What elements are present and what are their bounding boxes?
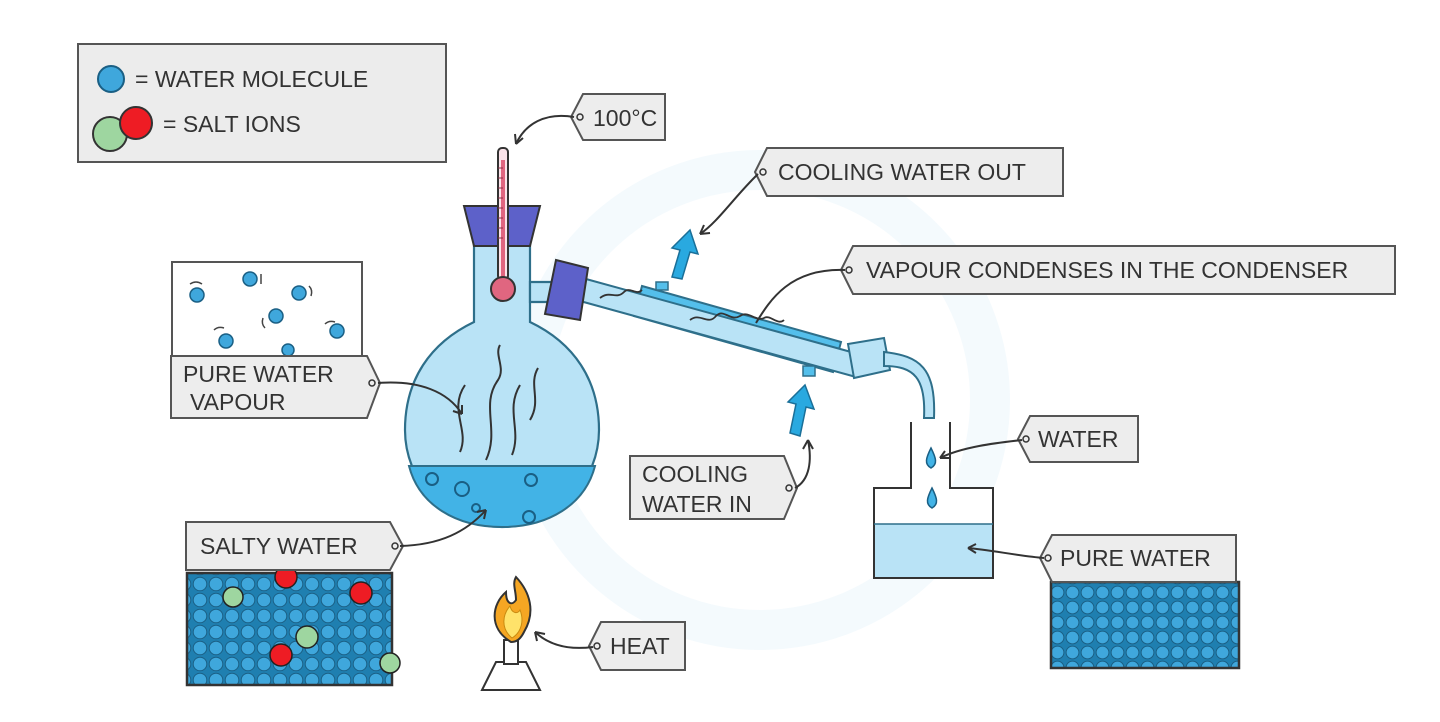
condenser-stopper (543, 258, 590, 322)
pure-water-label: PURE WATER (967, 534, 1237, 583)
cooling-water-out-arrow-icon (670, 228, 700, 280)
cooling-water-in-text-line2: WATER IN (642, 491, 752, 517)
water-label: WATER (939, 415, 1139, 463)
salt-ion-green (222, 586, 244, 608)
vapour-molecule (329, 323, 345, 339)
temperature-label: 100°C (514, 93, 666, 145)
vapour-condenses-text: VAPOUR CONDENSES IN THE CONDENSER (866, 257, 1348, 283)
burner-base (480, 661, 542, 691)
salt-ion-green (379, 652, 401, 674)
thermometer (490, 147, 516, 302)
pure-water-liquid (875, 524, 992, 577)
cooling-water-in-arrow-icon (786, 383, 816, 437)
vapour-inset (171, 261, 363, 359)
water-molecule-legend-icon (97, 65, 125, 93)
cooling-water-out-label: COOLING WATER OUT (699, 147, 1064, 235)
vapour-molecule (218, 333, 234, 349)
vapour-condenses-label: VAPOUR CONDENSES IN THE CONDENSER (755, 245, 1396, 324)
legend-box: = WATER MOLECULE = SALT IONS (77, 43, 447, 163)
pure-water-vapour-label: PURE WATER VAPOUR (170, 355, 463, 419)
water-text: WATER (1038, 426, 1119, 452)
pure-water-vapour-text-line1: PURE WATER (183, 361, 334, 387)
temperature-text: 100°C (593, 105, 657, 131)
salty-water-inset (185, 565, 401, 687)
condenser (543, 258, 936, 419)
water-droplet-icon (925, 446, 937, 469)
pure-water-inset (1049, 580, 1241, 670)
vapour-molecule (291, 285, 307, 301)
bubble (454, 481, 470, 497)
bubble (425, 472, 439, 486)
pure-water-text: PURE WATER (1060, 545, 1211, 571)
cooling-water-in-text-line1: COOLING (642, 461, 748, 487)
water-droplet-icon (926, 486, 938, 509)
heat-text: HEAT (610, 633, 670, 659)
pure-water-vapour-text-line2: VAPOUR (190, 389, 285, 415)
vapour-wisps (457, 344, 539, 461)
cooling-water-out-text: COOLING WATER OUT (778, 159, 1026, 185)
salty-water-label: SALTY WATER (185, 509, 487, 571)
salty-water-text: SALTY WATER (200, 533, 358, 559)
bubble (471, 503, 481, 513)
heat-label: HEAT (534, 621, 686, 671)
salt-ion-red (349, 581, 373, 605)
salt-ion-green (295, 625, 319, 649)
bubble (524, 473, 538, 487)
cooling-water-in-label: COOLING WATER IN (629, 439, 814, 520)
bubble (522, 510, 536, 524)
salty-water-liquid (407, 465, 597, 529)
legend-water-molecule-text: = WATER MOLECULE (135, 66, 368, 92)
vapour-molecule (268, 308, 284, 324)
vapour-molecule (189, 287, 205, 303)
vapour-molecule (281, 343, 295, 357)
legend-salt-ions-text: = SALT IONS (163, 111, 301, 137)
salt-ion-red (269, 643, 293, 667)
bunsen-burner (480, 575, 542, 691)
salt-ion-red-legend-icon (119, 106, 153, 140)
vapour-molecule (242, 271, 258, 287)
round-bottom-flask (403, 208, 601, 529)
